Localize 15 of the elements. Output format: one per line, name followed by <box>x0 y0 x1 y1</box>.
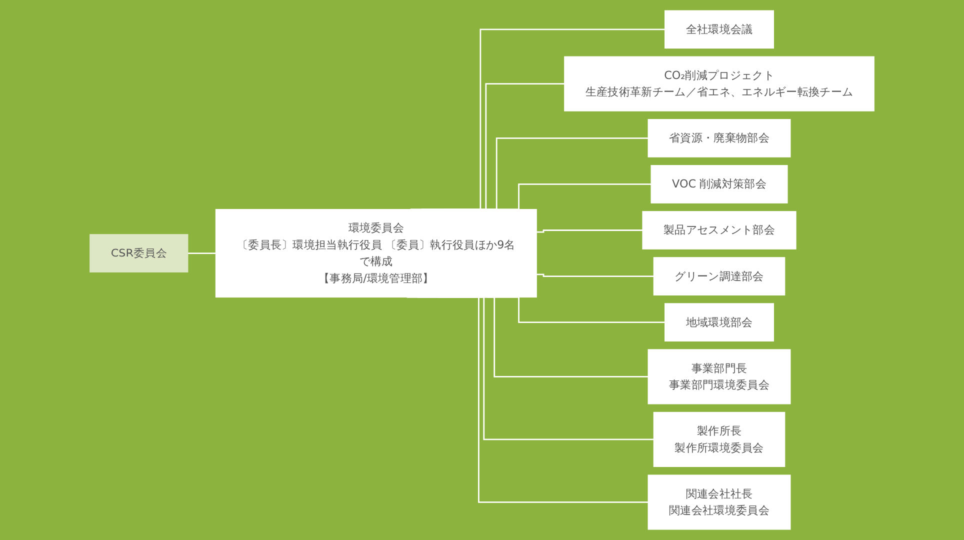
node-box: 製品アセスメント部会 <box>642 211 796 250</box>
node-box: VOC 削減対策部会 <box>650 165 788 204</box>
node-box: グリーン調達部会 <box>653 257 786 296</box>
node-box: 製作所長 製作所環境委員会 <box>653 412 786 467</box>
node-box: 環境委員会 〔委員長〕環境担当執行役員 〔委員〕執行役員ほか9名で構成 【事務局/環境管理部】 <box>215 208 537 298</box>
node-box: 全社環境会議 <box>664 10 774 49</box>
node-box: 省資源・廃棄物部会 <box>648 119 791 158</box>
connector <box>536 274 654 277</box>
node-box: 事業部門長 事業部門環境委員会 <box>648 349 791 404</box>
node-box: 関連会社社長 関連会社環境委員会 <box>648 474 791 530</box>
node-box: CO₂削減プロジェクト 生産技術革新チーム／省エネ、エネルギー転換チーム <box>564 56 874 112</box>
node-box: 地域環境部会 <box>664 303 774 342</box>
node-box: CSR委員会 <box>90 234 188 272</box>
connector <box>188 252 216 254</box>
connector <box>536 230 643 233</box>
